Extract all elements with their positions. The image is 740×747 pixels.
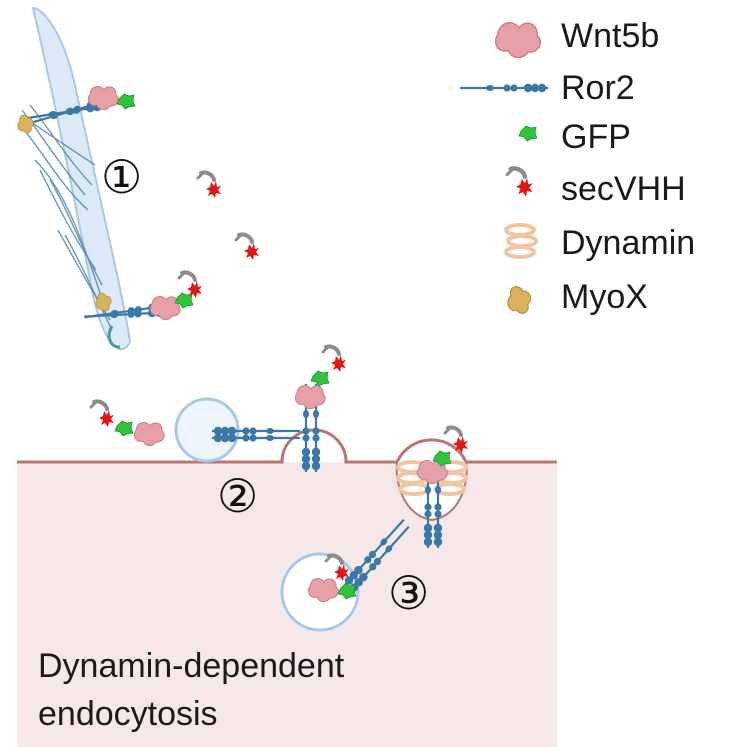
caption-line-1: Dynamin-dependent	[38, 647, 345, 685]
myox-icon	[507, 286, 532, 314]
free-secvhh	[234, 232, 261, 262]
step-1-marker: ①	[101, 150, 143, 204]
legend-label-wnt5b: Wnt5b	[561, 17, 660, 55]
free-secvhh	[196, 170, 223, 200]
legend-label-secvhh: secVHH	[561, 170, 686, 208]
receptor-complex-bud	[294, 344, 348, 474]
legend-label-ror2: Ror2	[561, 69, 635, 107]
legend-label-myox: MyoX	[561, 278, 648, 316]
filopodium	[31, 6, 132, 351]
legend-label-gfp: GFP	[561, 118, 631, 156]
legend-label-dynamin: Dynamin	[561, 224, 696, 262]
plasma-membrane	[17, 428, 557, 464]
step-2-marker: ②	[217, 469, 259, 523]
ror2-icon	[458, 82, 550, 94]
gfp-icon	[518, 125, 538, 142]
wnt5b-icon	[494, 22, 542, 59]
secvhh-icon	[507, 168, 532, 196]
filopodium-tip	[107, 325, 121, 349]
dynamin-icon	[504, 223, 538, 259]
actin-filaments	[19, 104, 113, 331]
step-3-marker: ③	[388, 566, 430, 620]
caption-line-2: endocytosis	[38, 695, 218, 733]
